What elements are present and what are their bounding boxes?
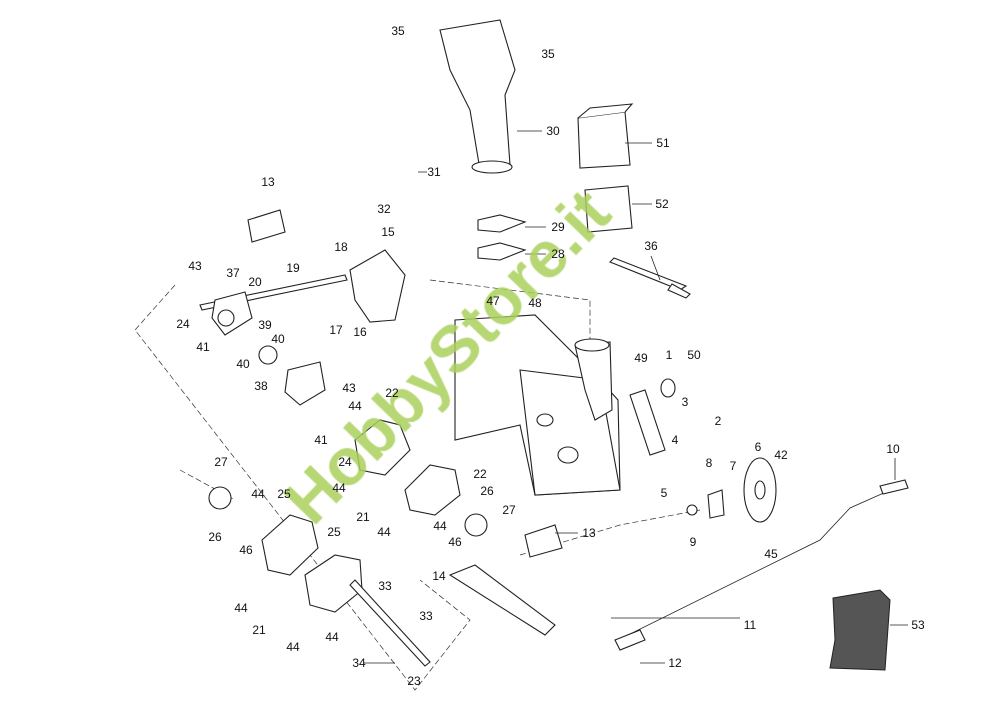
- part-label: 16: [353, 325, 367, 339]
- part-label: 21: [356, 510, 370, 524]
- part-label: 27: [502, 503, 516, 517]
- part-label: 29: [551, 220, 565, 234]
- part-label: 49: [634, 351, 648, 365]
- part-label: 50: [687, 348, 701, 362]
- part-label: 11: [743, 618, 757, 632]
- part-label: 24: [176, 317, 190, 331]
- part-label: 44: [325, 630, 339, 644]
- part-label: 23: [407, 674, 421, 688]
- part-label: 44: [332, 481, 346, 495]
- part-label: 8: [705, 456, 713, 470]
- part-label: 47: [486, 294, 500, 308]
- part-label: 34: [352, 656, 366, 670]
- part-label: 24: [338, 455, 352, 469]
- part-label: 30: [546, 124, 560, 138]
- part-label: 44: [286, 640, 300, 654]
- part-label: 2: [714, 414, 722, 428]
- part-label: 35: [541, 47, 555, 61]
- part-label: 13: [261, 175, 275, 189]
- part-label: 48: [528, 296, 542, 310]
- part-label: 28: [551, 247, 565, 261]
- part-label: 45: [764, 547, 778, 561]
- part-label: 22: [385, 386, 399, 400]
- part-label: 27: [214, 455, 228, 469]
- part-label: 6: [754, 440, 762, 454]
- part-label: 43: [188, 259, 202, 273]
- part-label: 42: [774, 448, 788, 462]
- part-label: 40: [236, 357, 250, 371]
- part-label: 33: [378, 579, 392, 593]
- part-label: 41: [314, 433, 328, 447]
- part-label: 14: [432, 569, 446, 583]
- part-label: 1: [665, 348, 673, 362]
- part-label: 31: [427, 165, 441, 179]
- part-label: 52: [655, 197, 669, 211]
- part-label: 26: [480, 484, 494, 498]
- part-label: 13: [582, 526, 596, 540]
- part-label: 5: [660, 486, 668, 500]
- part-label: 33: [419, 609, 433, 623]
- part-label: 44: [377, 525, 391, 539]
- part-label: 38: [254, 379, 268, 393]
- part-label: 44: [251, 487, 265, 501]
- part-label: 18: [334, 240, 348, 254]
- part-label: 46: [239, 543, 253, 557]
- part-label: 21: [252, 623, 266, 637]
- part-label: 22: [473, 467, 487, 481]
- part-label: 20: [248, 275, 262, 289]
- part-label: 32: [377, 202, 391, 216]
- part-label: 43: [342, 381, 356, 395]
- part-label: 26: [208, 530, 222, 544]
- part-label: 44: [433, 519, 447, 533]
- part-label: 46: [448, 535, 462, 549]
- part-label: 10: [886, 442, 900, 456]
- part-label: 51: [656, 136, 670, 150]
- part-label: 19: [286, 261, 300, 275]
- part-label: 4: [671, 433, 679, 447]
- part-label: 3: [681, 395, 689, 409]
- part-label: 17: [329, 323, 343, 337]
- auger-22-lower: [404, 464, 461, 516]
- part-label: 36: [644, 239, 658, 253]
- part-label: 35: [391, 24, 405, 38]
- impeller: [349, 249, 406, 323]
- discharge-chute: [439, 19, 516, 171]
- part-label: 41: [196, 340, 210, 354]
- part-label: 40: [271, 332, 285, 346]
- part-label: 15: [381, 225, 395, 239]
- cover-52: [584, 185, 633, 233]
- part-label: 44: [234, 601, 248, 615]
- part-label: 7: [729, 459, 737, 473]
- cover-51: [577, 111, 631, 169]
- part-label: 25: [327, 525, 341, 539]
- part-label: 9: [689, 535, 697, 549]
- part-label: 44: [348, 399, 362, 413]
- part-label: 53: [911, 618, 925, 632]
- part-label: 39: [258, 318, 272, 332]
- part-label: 25: [277, 487, 291, 501]
- auger-22-upper: [354, 419, 411, 476]
- auger-25-upper: [261, 514, 319, 576]
- part-label: 37: [226, 266, 240, 280]
- part-label: 12: [668, 656, 682, 670]
- decal-53: [829, 589, 891, 671]
